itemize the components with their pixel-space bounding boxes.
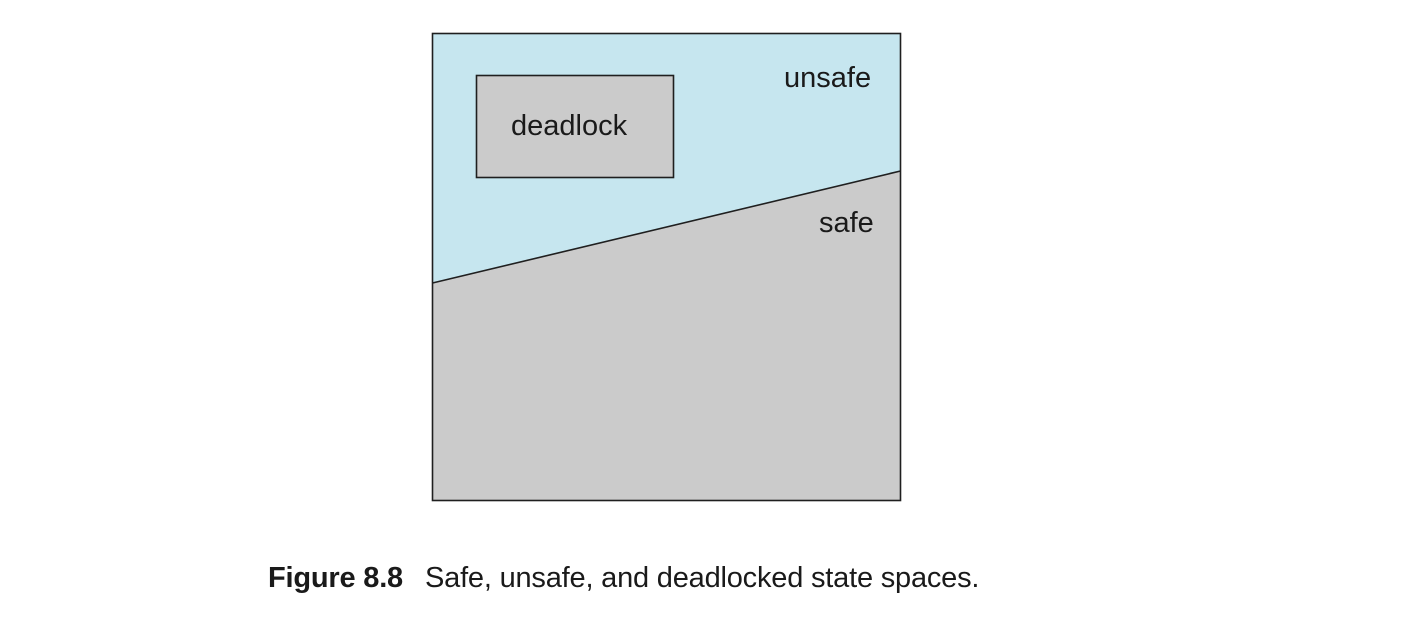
state-space-diagram [431,32,902,502]
safe-unsafe-boundary [432,170,901,284]
figure-number: Figure 8.8 [268,562,403,594]
state-space-border [431,32,902,502]
unsafe-label: unsafe [784,62,872,94]
safe-label: safe [819,207,874,239]
figure-caption: Figure 8.8 Safe, unsafe, and deadlocked s… [268,562,979,595]
deadlock-label: deadlock [511,110,628,142]
figure-caption-text: Safe, unsafe, and deadlocked state space… [425,562,980,594]
safe-region [432,171,901,501]
deadlock-region [475,74,675,179]
